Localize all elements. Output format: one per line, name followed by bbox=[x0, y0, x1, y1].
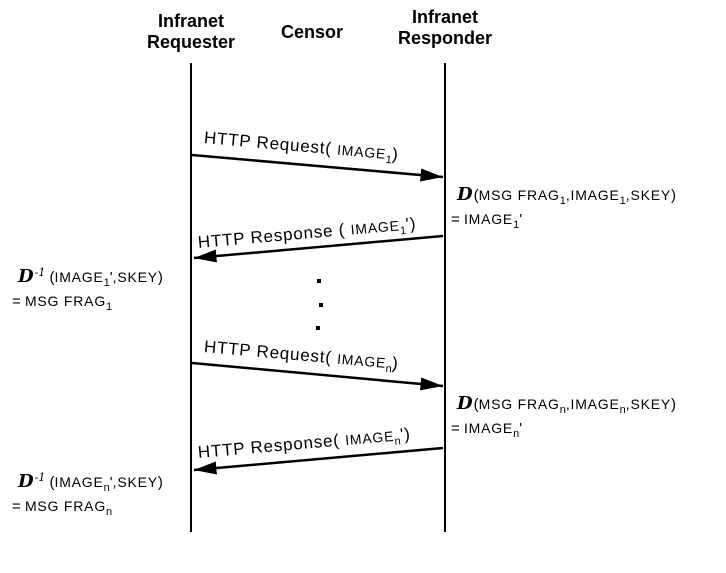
ellipsis-dot bbox=[317, 279, 321, 283]
label-http-request-1: HTTP Request( IMAGE1) bbox=[203, 128, 400, 167]
lifeline-responder bbox=[444, 63, 446, 532]
annotation-line: = IMAGE1' bbox=[451, 211, 523, 231]
annotation-decode-n: D-1 (IMAGEn',SKEY) = MSG FRAGn bbox=[12, 471, 163, 519]
annotation-line: D(MSG FRAG1,IMAGE1,SKEY) bbox=[457, 184, 676, 207]
arrow-http-request-1 bbox=[191, 153, 444, 182]
annotation-line: D-1 (IMAGEn',SKEY) bbox=[18, 471, 163, 494]
ellipsis-dot bbox=[316, 326, 320, 330]
actor-infranet-responder: Infranet Responder bbox=[398, 7, 492, 49]
actor-label-line: Infranet bbox=[411, 7, 478, 27]
actor-infranet-requester: Infranet Requester bbox=[147, 11, 235, 53]
label-http-response-n: HTTP Response( IMAGEn') bbox=[197, 424, 412, 462]
annotation-encode-1: D(MSG FRAG1,IMAGE1,SKEY) = IMAGE1' bbox=[451, 184, 676, 232]
annotation-line: D-1 (IMAGE1',SKEY) bbox=[18, 266, 163, 289]
actor-censor: Censor bbox=[281, 22, 343, 43]
annotation-line: D(MSG FRAGn,IMAGEn,SKEY) bbox=[457, 393, 676, 416]
actor-label-line: Censor bbox=[280, 22, 344, 42]
ellipsis-dot bbox=[319, 303, 323, 307]
annotation-line: = MSG FRAG1 bbox=[12, 293, 113, 313]
actor-label-line: Requester bbox=[146, 32, 236, 52]
annotation-line: = MSG FRAGn bbox=[12, 498, 113, 518]
annotation-line: = IMAGEn' bbox=[451, 420, 523, 440]
actor-label-line: Infranet bbox=[157, 11, 224, 31]
lifeline-requester bbox=[190, 63, 192, 532]
label-http-response-1: HTTP Response ( IMAGE1') bbox=[197, 213, 417, 252]
actor-label-line: Responder bbox=[397, 28, 493, 48]
annotation-decode-1: D-1 (IMAGE1',SKEY) = MSG FRAG1 bbox=[12, 266, 163, 314]
annotation-encode-n: D(MSG FRAGn,IMAGEn,SKEY) = IMAGEn' bbox=[451, 393, 676, 441]
label-http-request-n: HTTP Request( IMAGEn) bbox=[203, 337, 400, 376]
